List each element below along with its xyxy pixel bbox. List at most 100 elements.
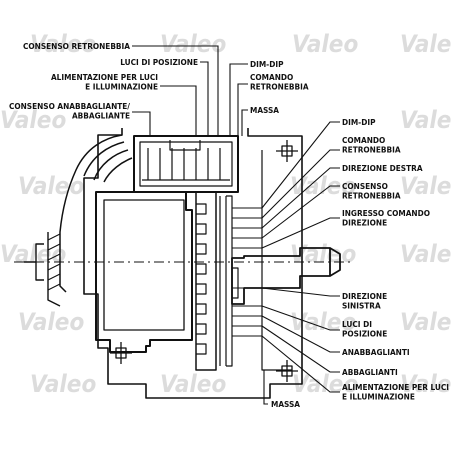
connector-block <box>133 135 239 193</box>
cable-bundle-hatch <box>47 233 61 291</box>
watermark-layer: ValeoValeoValeoValeoValeoValeoValeoValeo… <box>0 30 452 398</box>
leader-consenso-retronebbia <box>132 45 219 136</box>
label-direzione-destra: DIREZIONE DESTRA <box>342 163 423 173</box>
label-line: E ILLUMINAZIONE <box>85 82 158 92</box>
leader-luci-posizione-r <box>261 305 340 331</box>
label-line: ABBAGLIANTI <box>342 367 398 377</box>
leader-abbaglianti <box>261 325 340 373</box>
label-anabbaglianti: ANABBAGLIANTI <box>342 347 410 357</box>
contact-rail <box>219 195 233 367</box>
watermark-text: Valeo <box>30 370 96 398</box>
label-line: RETRONEBBIA <box>342 145 401 155</box>
label-line: INGRESSO COMANDO <box>342 208 430 218</box>
watermark-text: Valeo <box>160 370 226 398</box>
leader-consenso-anabbagliante <box>132 111 151 136</box>
leader-massa-bottom <box>263 370 268 405</box>
leader-ingresso-comando <box>261 217 340 249</box>
watermark-text: Valeo <box>400 308 452 336</box>
watermark-text: Valeo <box>160 30 226 58</box>
label-line: LUCI DI POSIZIONE <box>120 57 198 67</box>
label-line: MASSA <box>271 399 300 409</box>
label-dim-dip: DIM-DIP <box>342 117 376 127</box>
watermark-text: Valeo <box>18 308 84 336</box>
watermark-text: Valeo <box>0 240 66 268</box>
watermark-text: Valeo <box>400 106 452 134</box>
label-line: ABBAGLIANTE <box>72 111 130 121</box>
label-line: DIREZIONE <box>342 291 387 301</box>
label-line: CONSENSO RETRONEBBIA <box>23 41 130 51</box>
watermark-text: Valeo <box>400 240 452 268</box>
watermark-text: Valeo <box>292 30 358 58</box>
label-consenso-anabbagliante: CONSENSO ANABBAGLIANTE/ABBAGLIANTE <box>9 101 130 121</box>
watermark-text: Valeo <box>400 370 452 398</box>
contact-ladder-steps <box>196 203 207 355</box>
housing-inner-edge <box>261 150 292 371</box>
leader-alimentazione-r <box>261 335 340 393</box>
mounting-hole <box>276 360 298 382</box>
label-dim-dip: DIM-DIP <box>250 59 284 69</box>
watermark-text: Valeo <box>292 370 358 398</box>
leader-comando-retronebbia <box>261 149 340 219</box>
leader-massa-top <box>241 109 248 136</box>
label-line: DIREZIONE DESTRA <box>342 163 423 173</box>
label-line: DIM-DIP <box>250 59 284 69</box>
label-line: RETRONEBBIA <box>250 82 309 92</box>
leader-alimentazione <box>160 85 197 136</box>
label-line: ANABBAGLIANTI <box>342 347 410 357</box>
label-abbaglianti: ABBAGLIANTI <box>342 367 398 377</box>
leader-lines <box>132 45 340 405</box>
leader-dim-dip-top <box>229 63 248 136</box>
leader-consenso-retronebbia-r <box>261 185 340 239</box>
leader-dim-dip <box>261 121 340 209</box>
label-line: CONSENSO <box>342 181 388 191</box>
label-line: RETRONEBBIA <box>342 191 401 201</box>
leader-luci-di-posizione <box>200 61 209 136</box>
leader-direzione-destra <box>261 167 340 229</box>
watermark-text: Valeo <box>400 172 452 200</box>
label-line: COMANDO <box>342 135 385 145</box>
watermark-text: Valeo <box>30 30 96 58</box>
leader-direzione-sinistra <box>261 287 340 297</box>
label-line: DIM-DIP <box>342 117 376 127</box>
cable-harness <box>59 134 133 293</box>
watermark-text: Valeo <box>290 172 356 200</box>
watermark-text: Valeo <box>18 172 84 200</box>
label-luci-di-posizione: LUCI DI POSIZIONE <box>120 57 198 67</box>
label-line: MASSA <box>250 105 279 115</box>
watermark-text: Valeo <box>290 240 356 268</box>
watermark-text: Valeo <box>290 308 356 336</box>
switch-device <box>14 128 350 399</box>
label-line: LUCI DI <box>342 319 372 329</box>
internal-frame <box>95 191 193 353</box>
mounting-hole <box>276 140 298 162</box>
connector-inner <box>139 141 233 187</box>
label-line: COMANDO <box>250 72 293 82</box>
contact-ladder <box>195 191 217 371</box>
label-massa: MASSA <box>250 105 279 115</box>
ladder-connectors <box>232 207 262 337</box>
label-consenso-retronebbia: CONSENSO RETRONEBBIA <box>23 41 130 51</box>
label-line: ALIMENTAZIONE PER LUCI <box>342 382 449 392</box>
label-line: ALIMENTAZIONE PER LUCI <box>51 72 158 82</box>
internal-window <box>103 199 185 331</box>
label-line: DIREZIONE <box>342 218 387 228</box>
leader-anabbaglianti <box>261 315 340 353</box>
labels-layer: CONSENSO RETRONEBBIA LUCI DI POSIZIONE ALI… <box>9 41 449 409</box>
label-line: E ILLUMINAZIONE <box>342 392 415 402</box>
label-line: SINISTRA <box>342 301 381 311</box>
label-line: CONSENSO ANABBAGLIANTE/ <box>9 101 130 111</box>
connector-ridges <box>142 140 230 181</box>
label-massa: MASSA <box>271 399 300 409</box>
label-line: POSIZIONE <box>342 329 387 339</box>
watermark-text: Valeo <box>400 30 452 58</box>
